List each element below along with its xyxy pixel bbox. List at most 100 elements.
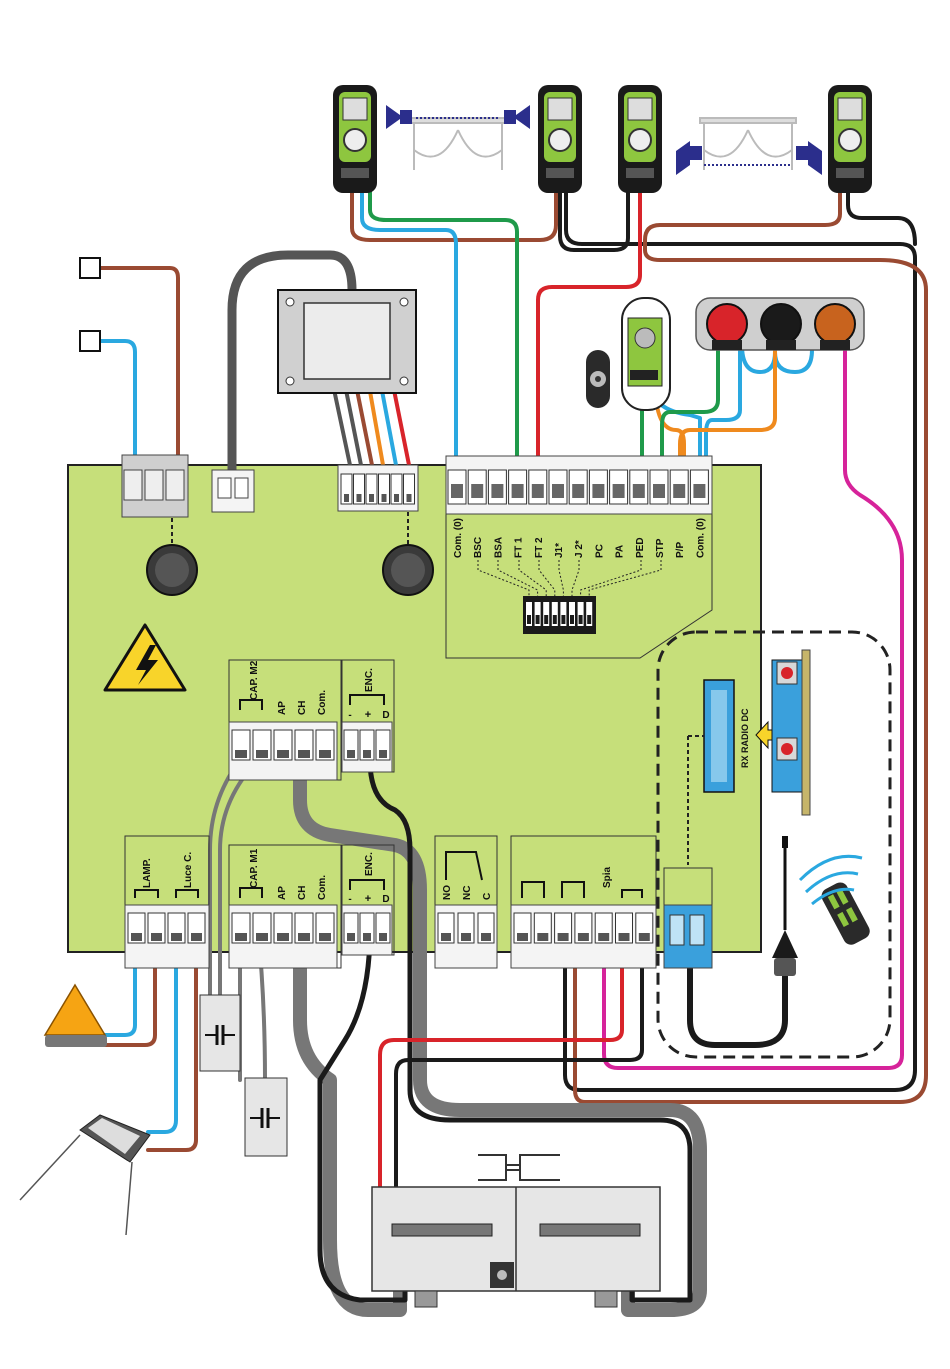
- secondary-terminal-screw-4: [394, 494, 399, 502]
- input-terminal-label-7: PC: [594, 544, 605, 558]
- dip-switch[interactable]: [523, 596, 596, 634]
- input-terminal-label-6: J 2*: [574, 540, 585, 558]
- input-terminal-screw-12: [693, 484, 705, 498]
- enc-top-terminal-screw-2: [379, 750, 387, 758]
- black-button: [761, 304, 801, 344]
- m1-terminal-screw-1: [256, 933, 268, 941]
- relay-c-label: C: [482, 893, 493, 900]
- flashing-lamp-icon: [45, 985, 107, 1047]
- relay-terminal-screw-1: [461, 933, 471, 941]
- m1-ch-label: CH: [297, 886, 308, 900]
- capacitor-icon: [200, 995, 240, 1071]
- secondary-terminal-screw-5: [407, 494, 412, 502]
- enc-bottom-label: ENC.: [364, 852, 375, 876]
- photocell-3: [828, 85, 872, 193]
- photocell-2: [618, 85, 662, 193]
- orange-button: [815, 304, 855, 344]
- antenna-terminal: [664, 868, 712, 968]
- input-terminal-label-8: PA: [615, 545, 626, 558]
- m2-ch-label: CH: [297, 701, 308, 715]
- antenna-icon: [772, 836, 798, 976]
- cap-m1-label: CAP. M1: [249, 848, 260, 888]
- m2-ap-label: AP: [277, 701, 288, 715]
- capacitor-icon-m1: [245, 1078, 287, 1156]
- lamp-label: LAMP.: [142, 858, 153, 888]
- gate-icon-left: [410, 118, 506, 170]
- input-terminal-screw-11: [673, 484, 685, 498]
- input-terminal-screw-2: [491, 484, 503, 498]
- secondary-terminal-block: [338, 465, 418, 511]
- input-terminal-label-11: P/P: [675, 542, 686, 558]
- primary-terminal-block: [212, 470, 254, 512]
- dip-lever-1[interactable]: [536, 615, 540, 624]
- spia-terminal-screw-1: [537, 933, 548, 941]
- dip-lever-2[interactable]: [544, 615, 548, 624]
- input-terminal-screw-8: [613, 484, 625, 498]
- lamp-terminal-screw-2: [171, 933, 182, 941]
- spia-terminal-screw-3: [578, 933, 589, 941]
- cap-m2-label: CAP. M2: [249, 660, 260, 700]
- m1-terminal-screw-3: [298, 933, 310, 941]
- spia-terminal-screw-6: [639, 933, 650, 941]
- lamp-terminal-screw-3: [191, 933, 202, 941]
- gate-icon-right: [700, 118, 796, 170]
- relay-terminal-screw-2: [481, 933, 491, 941]
- enc-top-label: ENC.: [364, 668, 375, 692]
- secondary-terminal-screw-2: [369, 494, 374, 502]
- input-terminal-label-5: J1*: [554, 543, 565, 558]
- m2-terminal-screw-2: [277, 750, 289, 758]
- enc-top-d: D: [382, 710, 389, 721]
- enc-top-minus: -: [348, 710, 351, 721]
- arrow-left-outward: [504, 105, 530, 129]
- relay-terminal-screw-0: [441, 933, 451, 941]
- input-terminal-screw-4: [532, 484, 544, 498]
- courtesy-light-icon: [20, 1115, 150, 1235]
- m1-com-label: Com.: [317, 875, 328, 900]
- input-terminal-screw-10: [653, 484, 665, 498]
- input-terminal-screw-1: [471, 484, 483, 498]
- mains-neutral-terminal: [80, 331, 100, 351]
- enc-bottom-terminal-screw-0: [347, 933, 355, 941]
- input-terminal-screw-6: [572, 484, 584, 498]
- arrow-right-outward: [796, 141, 822, 175]
- dip-lever-7[interactable]: [587, 615, 591, 624]
- enc-bottom-d: D: [382, 894, 389, 905]
- spia-terminal-screw-2: [558, 933, 569, 941]
- wall-photocell: [622, 298, 670, 410]
- m2-terminal-screw-4: [319, 750, 331, 758]
- motor-gate-assembly: [372, 1155, 660, 1307]
- enc-top-plus: +: [365, 709, 371, 721]
- input-terminal-label-10: STP: [655, 538, 666, 558]
- secondary-terminal-screw-1: [357, 494, 362, 502]
- rx-radio-label: RX RADIO DC: [740, 708, 750, 768]
- arrow-right-inward: [676, 141, 702, 175]
- mains-phase-terminal: [80, 258, 100, 278]
- m2-com-label: Com.: [317, 690, 328, 715]
- input-terminal-label-9: PED: [635, 537, 646, 558]
- dip-lever-5[interactable]: [570, 615, 574, 624]
- relay-nc-label: NC: [462, 886, 473, 900]
- spia-label: Spia: [602, 866, 613, 888]
- secondary-terminal-screw-0: [344, 494, 349, 502]
- input-terminal-label-2: BSA: [493, 537, 504, 558]
- lamp-terminal-screw-0: [131, 933, 142, 941]
- dip-lever-6[interactable]: [579, 615, 583, 624]
- key-selector-icon: [586, 350, 610, 408]
- dip-lever-3[interactable]: [553, 615, 557, 624]
- enc-bottom-terminal-screw-1: [363, 933, 371, 941]
- transformer: [278, 290, 416, 393]
- input-terminal-label-12: Com. (0): [695, 518, 706, 558]
- m2-terminal-screw-0: [235, 750, 247, 758]
- input-terminal-screw-9: [633, 484, 645, 498]
- photocell-1: [538, 85, 582, 193]
- lamp-terminal-screw-1: [151, 933, 162, 941]
- enc-bottom-terminal-screw-2: [379, 933, 387, 941]
- arrow-left-inward: [386, 105, 412, 129]
- dip-lever-0[interactable]: [527, 615, 531, 624]
- input-terminal-screw-7: [592, 484, 604, 498]
- input-terminal-screw-3: [512, 484, 524, 498]
- relay-no-label: NO: [442, 885, 453, 900]
- enc-top-terminal-screw-0: [347, 750, 355, 758]
- dip-lever-4[interactable]: [561, 615, 565, 624]
